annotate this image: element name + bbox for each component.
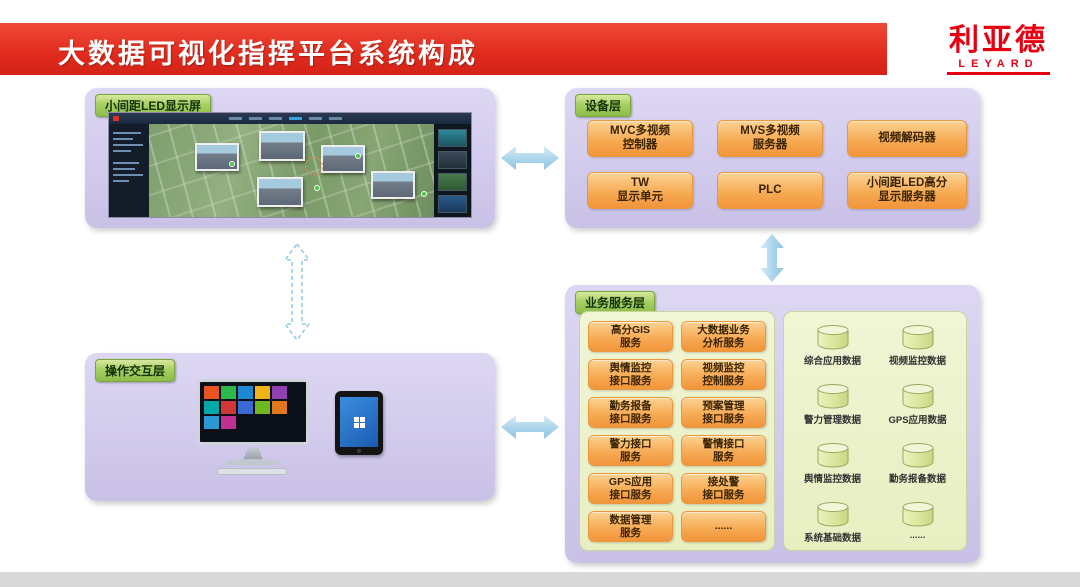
device-layer-label: 设备层 [575, 94, 632, 117]
device-button-grid: MVC多视频 控制器 MVS多视频 服务器 视频解码器 TW 显示单元 PLC … [587, 120, 967, 209]
database-icon [902, 443, 933, 468]
windows-logo-icon [353, 416, 365, 428]
service-duty-report: 勤务报备 接口服务 [588, 397, 673, 428]
device-to-business-arrow-icon [760, 234, 784, 282]
preview-photo-thumb [321, 145, 365, 173]
service-police-force: 警力接口 服务 [588, 435, 673, 466]
preview-logo-dot [113, 116, 119, 121]
database-icon [817, 325, 848, 350]
db-police-manage: 警力管理数据 [790, 383, 875, 438]
logo-subtext: LEYARD [958, 58, 1039, 70]
business-layer-label: 业务服务层 [575, 291, 656, 314]
preview-photo-thumb [371, 171, 415, 199]
db-gps-app: GPS应用数据 [875, 383, 960, 438]
service-alarm-interface: 警情接口 服务 [681, 435, 766, 466]
preview-left-panel [109, 124, 149, 217]
preview-target-circle [305, 157, 323, 175]
database-icon [817, 443, 848, 468]
title-banner: 大数据可视化指挥平台系统构成 [0, 23, 887, 75]
service-button-grid: 高分GIS 服务 大数据业务 分析服务 舆情监控 接口服务 视频监控 控制服务 … [588, 321, 766, 542]
service-opinion-monitor: 舆情监控 接口服务 [588, 359, 673, 390]
service-bigdata-analysis: 大数据业务 分析服务 [681, 321, 766, 352]
database-icon [902, 325, 933, 350]
db-more: ...... [875, 501, 960, 556]
service-data-manage: 数据管理 服务 [588, 511, 673, 542]
led-to-interaction-dashed-arrow-icon [283, 242, 311, 342]
service-gis: 高分GIS 服务 [588, 321, 673, 352]
db-comprehensive-app: 综合应用数据 [790, 324, 875, 379]
preview-right-panel [434, 124, 471, 217]
service-more: ...... [681, 511, 766, 542]
logo-text: 利亚德 [949, 24, 1048, 57]
desktop-monitor-icon [197, 379, 317, 489]
database-icon [902, 384, 933, 409]
database-grid: 综合应用数据 视频监控数据 警力管理数据 [790, 324, 960, 544]
device-item-led-server: 小间距LED高分 显示服务器 [847, 172, 967, 209]
service-plan-manage: 预案管理 接口服务 [681, 397, 766, 428]
keyboard-icon [217, 468, 287, 475]
device-layer-panel: 设备层 MVC多视频 控制器 MVS多视频 服务器 视频解码器 TW 显示单元 … [565, 88, 980, 228]
preview-photo-thumb [259, 131, 305, 161]
business-layer-panel: 业务服务层 高分GIS 服务 大数据业务 分析服务 舆情监控 接口服务 视频监控… [565, 285, 980, 563]
interaction-to-business-arrow-icon [501, 415, 559, 439]
db-system-base: 系统基础数据 [790, 501, 875, 556]
db-opinion-monitor: 舆情监控数据 [790, 442, 875, 497]
services-subpanel: 高分GIS 服务 大数据业务 分析服务 舆情监控 接口服务 视频监控 控制服务 … [579, 311, 775, 551]
service-dispatch: 接处警 接口服务 [681, 473, 766, 504]
device-item-mvs: MVS多视频 服务器 [717, 120, 823, 157]
interaction-layer-label: 操作交互层 [95, 359, 176, 382]
tablet-icon [335, 391, 383, 455]
led-to-device-arrow-icon [501, 146, 559, 170]
page-title: 大数据可视化指挥平台系统构成 [58, 39, 478, 69]
preview-photo-thumb [257, 177, 303, 207]
database-icon [817, 384, 848, 409]
led-display-panel: 小间距LED显示屏 [85, 88, 495, 228]
preview-topbar [109, 113, 471, 124]
database-icon [902, 502, 933, 527]
footer-strip [0, 572, 1080, 587]
leyard-logo: 利亚德 LEYARD [947, 26, 1050, 75]
device-item-plc: PLC [717, 172, 823, 209]
db-duty-report: 勤务报备数据 [875, 442, 960, 497]
databases-subpanel: 综合应用数据 视频监控数据 警力管理数据 [783, 311, 967, 551]
interaction-layer-panel: 操作交互层 [85, 353, 495, 501]
service-video-control: 视频监控 控制服务 [681, 359, 766, 390]
database-icon [817, 502, 848, 527]
device-item-decoder: 视频解码器 [847, 120, 967, 157]
device-item-mvc: MVC多视频 控制器 [587, 120, 693, 157]
device-item-tw: TW 显示单元 [587, 172, 693, 209]
db-video-monitor: 视频监控数据 [875, 324, 960, 379]
led-screen-preview [108, 112, 472, 218]
service-gps: GPS应用 接口服务 [588, 473, 673, 504]
